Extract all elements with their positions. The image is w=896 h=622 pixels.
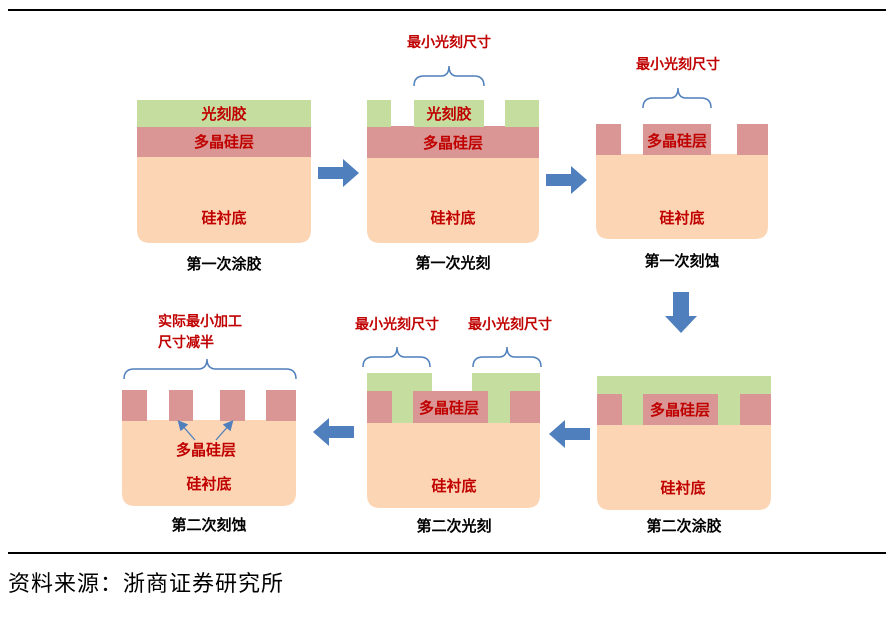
poly-block-4-left (597, 394, 622, 425)
source-note: 资料来源：浙商证券研究所 (8, 572, 285, 597)
polysilicon-label-5: 多晶硅层 (419, 399, 479, 417)
halved-label-line1: 实际最小加工 (158, 313, 242, 330)
poly-block-4-mid (643, 394, 718, 425)
step-caption-4: 第二次涂胶 (646, 517, 721, 535)
poly-block-5-mid (413, 391, 488, 423)
step-4-coat: 多晶硅层 硅衬底 第二次涂胶 (597, 376, 771, 535)
polysilicon-2 (367, 126, 539, 158)
step-1-coat: 光刻胶 多晶硅层 硅衬底 第一次涂胶 (137, 100, 311, 273)
step-3-etch: 多晶硅层 硅衬底 最小光刻尺寸 第一次刻蚀 (596, 56, 768, 270)
pointer-arrow-right (215, 420, 234, 441)
substrate-label-5: 硅衬底 (431, 477, 476, 495)
substrate-5 (367, 422, 540, 508)
step-2-expose: 光刻胶 多晶硅层 硅衬底 最小光刻尺寸 第一次光刻 (367, 34, 539, 272)
pointer-arrow-left (177, 420, 196, 441)
halved-label-line2: 尺寸减半 (158, 334, 214, 351)
polysilicon-label-6: 多晶硅层 (176, 441, 236, 459)
substrate-1 (137, 155, 311, 243)
brace-6 (123, 358, 297, 380)
photoresist-1 (137, 100, 311, 127)
poly-block-5-left (367, 391, 392, 423)
step-caption-2: 第一次光刻 (415, 254, 490, 272)
step-6-etch: 多晶硅层 硅衬底 实际最小加工 尺寸减半 第二次刻蚀 (122, 313, 297, 534)
poly-block-3-mid (643, 124, 711, 155)
photoresist-label-1: 光刻胶 (200, 105, 246, 123)
bottom-rule (8, 552, 886, 554)
arrow-left-1 (549, 420, 590, 448)
substrate-label-6: 硅衬底 (186, 475, 231, 493)
arrow-right-2 (546, 166, 587, 194)
photoresist-2-mid (414, 100, 484, 127)
brace-2 (413, 65, 485, 87)
min-feature-label-2: 最小光刻尺寸 (407, 34, 491, 51)
poly-block-6-a (122, 390, 147, 421)
substrate-label-2: 硅衬底 (430, 209, 475, 227)
arrow-left-2 (313, 418, 354, 446)
min-feature-label-5a: 最小光刻尺寸 (355, 316, 439, 333)
polysilicon-label-3: 多晶硅层 (647, 132, 707, 150)
substrate-6 (122, 420, 296, 506)
polysilicon-label-1: 多晶硅层 (194, 133, 254, 151)
top-rule (8, 9, 886, 11)
polysilicon-1 (137, 125, 311, 157)
step-5-expose: 多晶硅层 硅衬底 最小光刻尺寸 最小光刻尺寸 第二次光刻 (355, 316, 552, 535)
polysilicon-label-4: 多晶硅层 (650, 401, 710, 419)
brace-5-right (472, 346, 542, 368)
substrate-2 (367, 157, 539, 243)
substrate-label-3: 硅衬底 (659, 209, 704, 227)
min-feature-label-3: 最小光刻尺寸 (636, 56, 720, 73)
step-caption-5: 第二次光刻 (416, 517, 491, 535)
photoresist-2-right (505, 100, 539, 127)
photoresist-label-2: 光刻胶 (425, 105, 471, 123)
brace-3 (642, 87, 712, 109)
substrate-label-4: 硅衬底 (660, 479, 705, 497)
step-caption-3: 第一次刻蚀 (644, 252, 719, 270)
poly-block-6-c (220, 390, 245, 421)
substrate-3 (596, 154, 768, 239)
arrow-down (665, 292, 697, 333)
poly-block-3-left (596, 124, 621, 155)
polysilicon-label-2: 多晶硅层 (423, 134, 483, 152)
photoresist-2-left (367, 100, 391, 127)
poly-block-6-b (169, 390, 193, 421)
substrate-4 (597, 424, 771, 510)
arrow-right-1 (318, 159, 359, 187)
min-feature-label-5b: 最小光刻尺寸 (468, 316, 552, 333)
poly-block-4-right (740, 394, 771, 425)
brace-5-left (362, 346, 431, 368)
poly-block-6-d (266, 390, 296, 421)
double-patterning-diagram: 光刻胶 多晶硅层 硅衬底 第一次涂胶 光刻胶 多晶硅层 硅衬底 最小光刻尺寸 第… (122, 34, 771, 535)
step-caption-1: 第一次涂胶 (186, 255, 261, 273)
substrate-label-1: 硅衬底 (201, 209, 246, 227)
step-caption-6: 第二次刻蚀 (171, 516, 246, 534)
poly-block-5-right (510, 391, 540, 423)
poly-block-3-right (737, 124, 768, 155)
